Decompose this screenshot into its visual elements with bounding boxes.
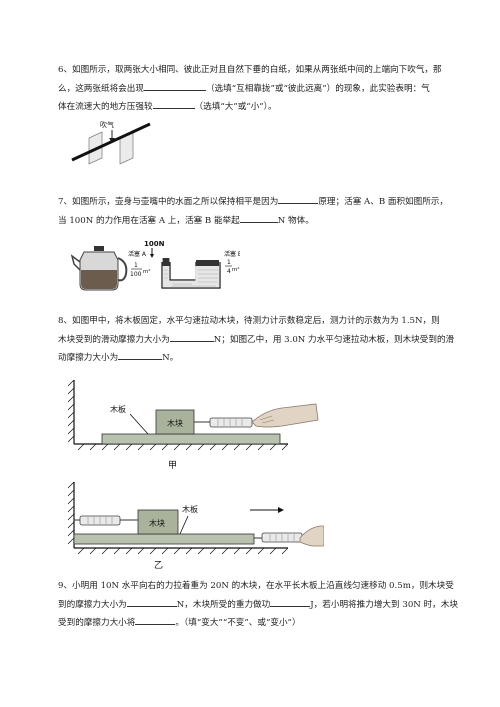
q9-blank-2[interactable] — [270, 596, 311, 607]
wooden-block — [137, 509, 179, 535]
ground-hatch — [77, 443, 289, 451]
force-label: 100N — [144, 240, 165, 248]
container-outer-wall — [161, 262, 221, 289]
board-pointer — [179, 515, 189, 535]
board-plank — [101, 433, 281, 445]
area-a-numerator: 1 — [134, 262, 138, 269]
q6-line-3: 体在流速大的地方压强较（选填“大”或“小”）。 — [58, 98, 468, 117]
q8-blank-2[interactable] — [118, 349, 163, 360]
q9-line-1: 9、小明用 10N 水平向右的力拉着重为 20N 的木块，在水平长木板上沿直线匀… — [58, 581, 454, 591]
figure-caption-yi: 乙 — [154, 560, 163, 571]
q9-blank-3[interactable] — [135, 614, 176, 625]
piston-a-label: 活塞 A — [128, 250, 147, 258]
force-arrowhead-icon — [150, 254, 154, 258]
area-b-unit: m² — [232, 266, 240, 273]
wall-hatch — [68, 379, 75, 443]
q6-blank-2[interactable] — [152, 98, 195, 109]
hand-icon — [251, 403, 319, 428]
hand-icon — [299, 525, 324, 547]
pull-scale-ticks — [269, 534, 295, 541]
figure-caption-jia: 甲 — [168, 460, 177, 471]
q6-line-2: 么，这两张纸将会出现（选填“互相靠拢”或“彼此远离”）的现象，此实验表明：气 — [58, 80, 468, 99]
question-6: 6、如图所示，取两张大小相同、彼此正对且自然下垂的白纸，如果从两张纸中间的上端向… — [58, 62, 468, 117]
q8-blank-1[interactable] — [169, 331, 214, 342]
piston-a — [162, 258, 170, 266]
teapot-spout — [70, 254, 81, 271]
board-plank — [73, 533, 255, 545]
board-label: 木板 — [110, 404, 126, 414]
q6-blow-label: 吹气 — [100, 120, 114, 129]
question-7: 7、如图所示，壶身与壶嘴中的水面之所以保持相平是因为原理；活塞 A、B 面积如图… — [58, 193, 468, 230]
teapot-lid-knob — [94, 246, 104, 251]
figure-yi: 木块 木板 乙 — [68, 481, 324, 571]
wooden-block — [155, 409, 195, 435]
wall-hatch — [68, 481, 75, 545]
teapot-figure — [70, 246, 128, 291]
scale-ticks — [217, 419, 243, 426]
suspension-rod — [71, 122, 151, 162]
ground-hatch — [77, 547, 289, 555]
liquid-hatch — [164, 269, 218, 287]
block-label: 木块 — [167, 418, 183, 428]
area-a-denominator: 100 — [130, 271, 142, 278]
piston-b — [196, 260, 219, 266]
q9-blank-1[interactable] — [126, 596, 177, 607]
q7-blank-2[interactable] — [239, 212, 278, 223]
question-8: 8、如图甲中，将木板固定，水平匀速拉动木块，待测力计示数稳定后，测力计的示数为为… — [58, 313, 468, 368]
block-label: 木块 — [149, 518, 165, 528]
piston-b-label: 活塞 B — [224, 250, 240, 258]
hydraulic-press-figure: 100N 活塞 A 活塞 B 1 100 m² 1 4 m² — [128, 240, 240, 289]
q7-line-1: 7、如图所示，壶身与壶嘴中的水面之所以保持相平是因为原理；活塞 A、B 面积如图… — [58, 193, 468, 212]
q9-line-3: 受到的摩擦力大小将。（填“变大”“不变”、或“变小”） — [58, 614, 468, 633]
area-b-numerator: 1 — [227, 259, 231, 266]
board-pointer — [129, 413, 149, 435]
q6-blank-1[interactable] — [143, 80, 206, 91]
teapot-water — [81, 270, 117, 289]
q8-line-1: 8、如图甲中，将木板固定，水平匀速拉动木块，待测力计示数稳定后，测力计的示数为为… — [58, 316, 440, 326]
motion-arrowhead-icon — [278, 507, 284, 513]
figure-jia: 木块 木板 甲 — [68, 379, 319, 471]
q7-blank-1[interactable] — [278, 193, 319, 204]
area-a-unit: m² — [143, 268, 151, 275]
container-inner-wall — [169, 262, 197, 281]
q6-paper-figure: 吹气 — [71, 120, 151, 165]
spring-scale — [209, 417, 253, 428]
teapot-handle — [117, 257, 128, 282]
board-label: 木板 — [182, 504, 198, 514]
question-9: 9、小明用 10N 水平向右的力拉着重为 20N 的木块，在水平长木板上沿直线匀… — [58, 578, 468, 633]
area-b-denominator: 4 — [227, 268, 231, 275]
q6-line-1: 6、如图所示，取两张大小相同、彼此正对且自然下垂的白纸，如果从两张纸中间的上端向… — [58, 65, 442, 75]
scale-ticks — [87, 517, 113, 524]
